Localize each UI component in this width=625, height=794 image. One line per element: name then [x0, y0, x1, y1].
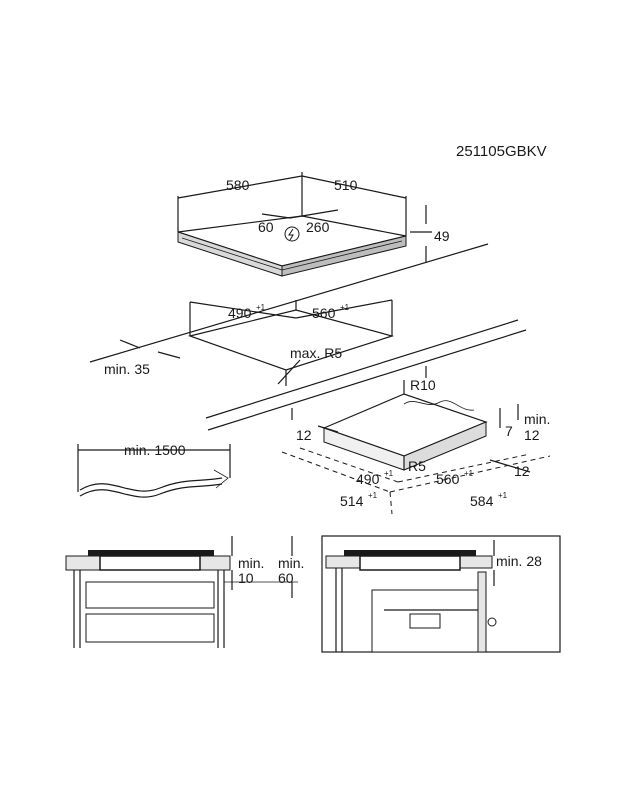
- lightning-icon: [288, 228, 294, 241]
- min28-label: min. 28: [496, 553, 542, 569]
- worktop-back-edge: [89, 243, 489, 363]
- frame-front: [323, 427, 405, 471]
- frame-drawing: R10 R5 min. 12 7 12 12 490 +1 560 +1 514…: [281, 377, 551, 515]
- conn-dim-60: [261, 213, 291, 219]
- frame-outer-dash-2: [389, 455, 551, 493]
- min35-arrow-b: [157, 351, 181, 359]
- min-b-label: min.: [278, 555, 304, 571]
- cutout-width-label: 490: [228, 305, 252, 321]
- frame-inner-d-label: 560: [436, 471, 460, 487]
- oven-vent: [409, 613, 441, 629]
- electric-symbol-icon: [284, 226, 300, 242]
- hob-depth-dim-line: [301, 175, 407, 199]
- frame-left-label: 12: [296, 427, 312, 443]
- radius-leader: [277, 359, 301, 385]
- min35-arrow-a: [119, 339, 141, 349]
- cutout-depth-label: 560: [312, 305, 336, 321]
- hob-body-section-right: [359, 555, 461, 571]
- frame-dash-vert: [389, 491, 393, 515]
- cable-wire-2: [79, 483, 223, 498]
- hob-side-edge: [281, 235, 407, 277]
- cable-end-icon: [213, 469, 229, 489]
- oven-knob-icon: [487, 617, 497, 627]
- frame-inner-w-label: 490: [356, 471, 380, 487]
- frame-inner-d-tol: +1: [464, 469, 474, 478]
- frame-outer-d-label: 584: [470, 493, 494, 509]
- cutout-edge-min-label: min. 35: [104, 361, 150, 377]
- frame-outer-dash-1: [281, 451, 391, 493]
- hob-frame-line-2: [281, 240, 403, 271]
- cutout-depth-tol: +1: [340, 303, 350, 312]
- worktop-drawing: 490 +1 560 +1 max. R5 min. 35: [89, 243, 527, 431]
- cutout-outline: [187, 309, 395, 371]
- cable-wire-1: [79, 477, 223, 492]
- hob-drawing: 580 510 60 260 49: [177, 172, 450, 277]
- min-a-label: min.: [238, 555, 264, 571]
- drawer-1: [85, 581, 215, 609]
- frame-right-label: 12: [514, 463, 530, 479]
- frame-outer-d-tol: +1: [498, 491, 508, 500]
- frame-left-dim: [317, 425, 339, 433]
- cable-drawing: min. 1500: [77, 442, 231, 498]
- frame-inner-w-tol: +1: [384, 469, 394, 478]
- frame-min-label: min.: [524, 411, 550, 427]
- hob-front-edge: [177, 231, 283, 277]
- frame-outer-w-label: 514: [340, 493, 364, 509]
- hob-height-label: 49: [434, 228, 450, 244]
- hob-body-section-left: [99, 555, 201, 571]
- worktop-front-edge-1: [205, 319, 519, 419]
- hob-width-label: 580: [226, 177, 250, 193]
- frame-inner-dash-2: [397, 453, 531, 483]
- worktop-front-edge-2: [207, 329, 527, 431]
- min-b-value: 60: [278, 570, 294, 586]
- drawer-2: [85, 613, 215, 643]
- frame-r5-label: R5: [408, 458, 426, 474]
- oven-door-panel: [477, 571, 487, 653]
- product-code: 251105GBKV: [456, 143, 547, 160]
- hob-width-dim-line: [177, 175, 303, 199]
- frame-height-label: 7: [505, 423, 513, 439]
- conn-dim-260: [289, 209, 339, 219]
- hob-depth-label: 510: [334, 177, 358, 193]
- hob-section-left: [88, 550, 214, 556]
- frame-outer-w-tol: +1: [368, 491, 378, 500]
- hob-section-right: [344, 550, 476, 556]
- cutout-width-dim: [189, 301, 297, 319]
- conn-y-label: 260: [306, 219, 330, 235]
- frame-r10-curve: [403, 400, 475, 411]
- hob-frame-line: [181, 237, 283, 271]
- frame-r10-label: R10: [410, 377, 436, 393]
- cutout-width-tol: +1: [256, 303, 266, 312]
- cutout-radius-label: max. R5: [290, 345, 342, 361]
- oven-body: [371, 589, 479, 653]
- cable-length-label: min. 1500: [124, 442, 186, 458]
- min-a-value: 10: [238, 570, 254, 586]
- cutout-depth-dim: [295, 299, 393, 319]
- frame-right-dim: [489, 459, 531, 473]
- conn-x-label: 60: [258, 219, 274, 235]
- frame-min-value: 12: [524, 427, 540, 443]
- section-right: min. 28: [321, 535, 561, 653]
- section-left: min. 10 min. 60: [65, 536, 304, 648]
